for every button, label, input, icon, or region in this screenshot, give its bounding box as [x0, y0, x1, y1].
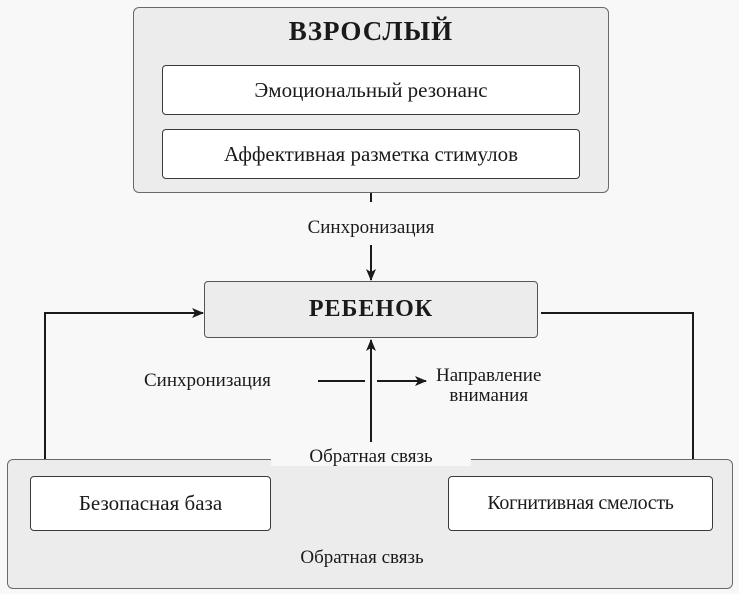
adult-title: ВЗРОСЛЫЙ [288, 16, 454, 46]
cognitive-courage-box: Когнитивная смелость [448, 476, 713, 531]
connector-child-to-courage [541, 312, 694, 473]
emotional-resonance-box: Эмоциональный резонанс [162, 65, 580, 115]
child-box: РЕБЕНОК [204, 281, 538, 338]
attention-line-2: внимания [449, 385, 529, 406]
feedback-label-top: Обратная связь [271, 447, 471, 466]
secure-base-box: Безопасная база [30, 476, 271, 531]
affective-marking-box: Аффективная разметка стимулов [162, 129, 580, 179]
feedback-label-bottom: Обратная связь [300, 547, 424, 568]
child-title: РЕБЕНОК [308, 296, 434, 322]
sync-label-top: Синхронизация [307, 217, 435, 238]
sync-label-mid: Синхронизация [144, 370, 271, 391]
attention-label: Направление внимания [436, 366, 541, 406]
attention-line-1: Направление [436, 365, 542, 386]
arrow-base-to-child [44, 308, 204, 470]
